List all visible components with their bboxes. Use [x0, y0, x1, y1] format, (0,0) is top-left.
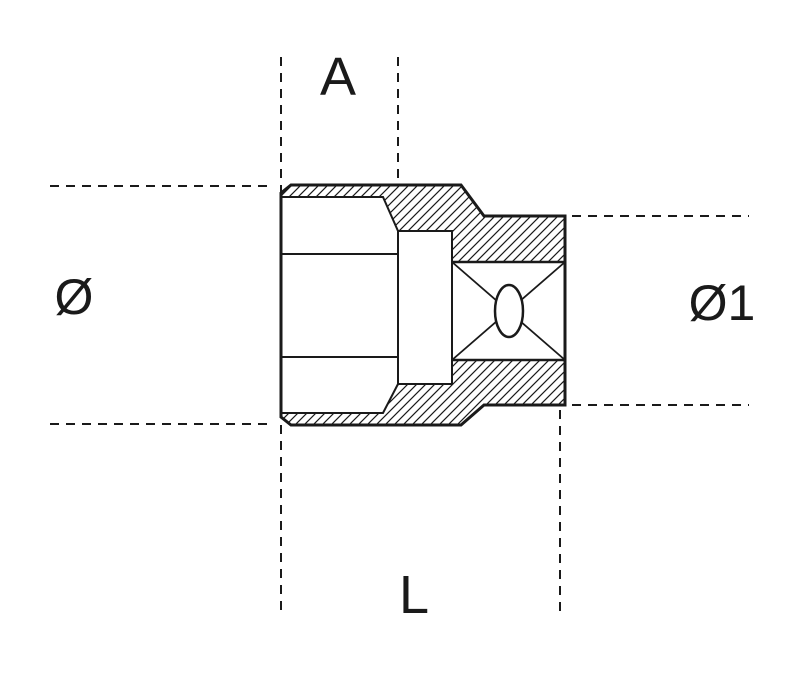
dimension-labels: A Ø Ø1 L: [55, 47, 756, 625]
bore-outline: [398, 230, 453, 385]
section-hatching: [281, 185, 565, 425]
dimension-label-l: L: [399, 565, 429, 625]
dimension-label-a: A: [320, 47, 356, 107]
detent-ball-hole: [493, 283, 525, 339]
hex-flat-lines: [281, 253, 398, 358]
square-drive-lines: [452, 260, 565, 362]
dimension-label-diameter1: Ø1: [689, 275, 756, 331]
dimension-label-diameter: Ø: [55, 269, 94, 325]
socket-figure: [279, 183, 567, 427]
socket-outline: [279, 183, 567, 427]
hex-socket-outline: [281, 196, 399, 414]
